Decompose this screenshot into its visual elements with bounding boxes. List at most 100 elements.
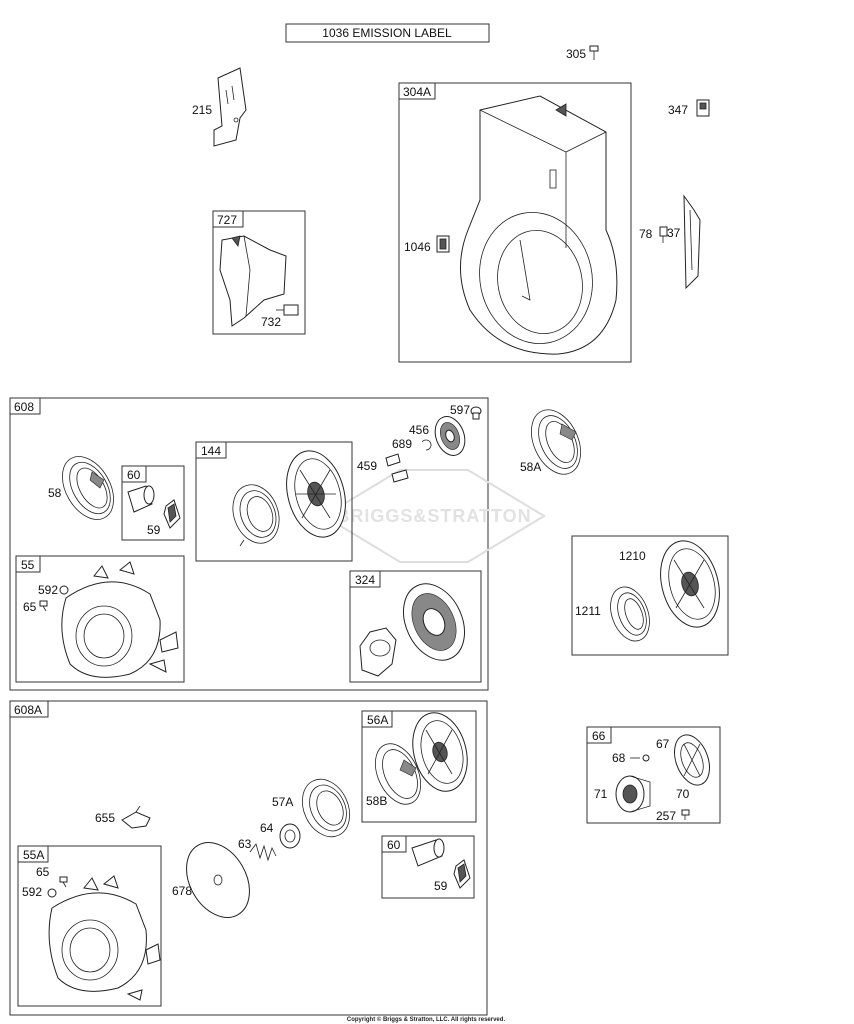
box-tag-55 bbox=[15, 555, 41, 573]
nut-592b-icon bbox=[47, 888, 57, 898]
part-label-68: 68 bbox=[612, 751, 626, 765]
box-label-304A: 304A bbox=[403, 85, 431, 99]
pulley-144-icon bbox=[286, 450, 346, 538]
box-label-66: 66 bbox=[592, 729, 606, 743]
bracket-215-icon bbox=[213, 67, 247, 147]
part-label-70: 70 bbox=[676, 787, 690, 801]
cup-67-icon bbox=[674, 734, 710, 786]
pulley-1210-icon bbox=[660, 540, 720, 628]
svg-text:BRIGGS&STRATTON: BRIGGS&STRATTON bbox=[336, 506, 531, 526]
disc-678-icon bbox=[186, 842, 250, 918]
part-label-59b: 59 bbox=[434, 879, 448, 893]
box-label-324: 324 bbox=[355, 573, 375, 587]
box-label-144: 144 bbox=[201, 444, 221, 458]
collar-324-icon bbox=[359, 627, 397, 677]
screw-597-icon bbox=[470, 406, 482, 420]
insert-59-icon bbox=[163, 499, 181, 529]
box-label-608: 608 bbox=[14, 400, 34, 414]
insert-59b-icon bbox=[453, 859, 471, 889]
box-label-60: 60 bbox=[127, 468, 141, 482]
spring-58-icon bbox=[62, 456, 114, 520]
box-label-55: 55 bbox=[21, 558, 35, 572]
screw-65b-icon bbox=[59, 876, 68, 888]
retainer-456-icon bbox=[434, 416, 466, 456]
box-tag-727 bbox=[212, 210, 244, 228]
box-304A bbox=[398, 82, 632, 363]
starter-housing-55A-icon bbox=[48, 875, 161, 1001]
box-608A bbox=[9, 700, 488, 1016]
box-tag-608 bbox=[9, 397, 41, 415]
box-label-60b: 60 bbox=[387, 838, 401, 852]
box-608 bbox=[9, 397, 489, 691]
part-label-1046: 1046 bbox=[404, 240, 431, 254]
part-label-58A: 58A bbox=[520, 460, 541, 474]
screen-324-icon bbox=[403, 583, 465, 661]
part-label-592: 592 bbox=[38, 583, 58, 597]
box-56A bbox=[361, 710, 477, 823]
part-label-64: 64 bbox=[260, 821, 274, 835]
screw-257-icon bbox=[681, 809, 690, 820]
part-label-678: 678 bbox=[172, 884, 192, 898]
part-label-65: 65 bbox=[23, 600, 37, 614]
pulley-56A-icon bbox=[412, 712, 468, 792]
box-1210 bbox=[571, 535, 729, 656]
part-label-58B: 58B bbox=[366, 794, 387, 808]
box-727 bbox=[212, 210, 306, 335]
part-label-65b: 65 bbox=[36, 865, 50, 879]
part-label-732: 732 bbox=[261, 315, 281, 329]
watermark-logo: BRIGGS&STRATTON bbox=[322, 469, 546, 563]
spring-58B-icon bbox=[374, 743, 422, 805]
screw-65-icon bbox=[39, 600, 48, 612]
box-label-727: 727 bbox=[217, 213, 237, 227]
box-144 bbox=[195, 441, 353, 562]
emission-label-title: 1036 EMISSION LABEL bbox=[322, 26, 452, 40]
box-tag-304A bbox=[398, 82, 436, 100]
box-tag-66 bbox=[586, 726, 612, 744]
box-tag-144 bbox=[195, 441, 227, 459]
hub-71-icon bbox=[615, 775, 651, 813]
box-324 bbox=[349, 570, 482, 683]
part-label-71: 71 bbox=[594, 787, 608, 801]
part-label-689: 689 bbox=[392, 437, 412, 451]
copyright-text: Copyright © Briggs & Stratton, LLC. All … bbox=[347, 1016, 506, 1023]
part-label-592b: 592 bbox=[22, 885, 42, 899]
guard-727-icon bbox=[219, 235, 287, 327]
part-label-1211: 1211 bbox=[575, 604, 601, 618]
box-60 bbox=[121, 465, 185, 541]
part-label-78: 78 bbox=[639, 227, 653, 241]
part-label-67: 67 bbox=[656, 737, 670, 751]
part-label-57A: 57A bbox=[272, 795, 293, 809]
screw-78-icon bbox=[659, 226, 668, 243]
part-label-257: 257 bbox=[656, 809, 676, 823]
part-label-59: 59 bbox=[147, 523, 161, 537]
bolt-732-icon bbox=[276, 304, 299, 316]
box-tag-60b bbox=[381, 835, 407, 853]
box-tag-56A bbox=[361, 710, 393, 728]
box-label-56A: 56A bbox=[367, 713, 388, 727]
spring-144-icon bbox=[232, 484, 280, 547]
part-label-305: 305 bbox=[566, 47, 586, 61]
part-label-597: 597 bbox=[450, 403, 470, 417]
box-55 bbox=[15, 555, 185, 683]
part-label-58: 58 bbox=[48, 486, 62, 500]
spring-63-icon bbox=[249, 843, 277, 862]
part-label-1210: 1210 bbox=[619, 549, 646, 563]
box-66 bbox=[586, 726, 721, 824]
ball-68-icon bbox=[642, 754, 650, 762]
box-tag-60 bbox=[121, 465, 147, 483]
shield-37-icon bbox=[683, 194, 701, 290]
clip-347-icon bbox=[696, 99, 710, 117]
part-label-347: 347 bbox=[668, 103, 688, 117]
screw-305-icon bbox=[589, 45, 599, 60]
nut-592-icon bbox=[59, 585, 69, 595]
collar-64-icon bbox=[279, 823, 301, 849]
spring-57A-icon bbox=[301, 778, 351, 838]
part-label-456: 456 bbox=[409, 423, 429, 437]
part-label-215: 215 bbox=[192, 103, 212, 117]
part-label-63: 63 bbox=[238, 837, 252, 851]
part-label-459: 459 bbox=[357, 459, 377, 473]
pawl-459-icon bbox=[385, 453, 409, 483]
ring-689-icon bbox=[421, 439, 432, 451]
handle-60b-icon bbox=[411, 838, 445, 867]
part-label-37: 37 bbox=[667, 226, 681, 240]
